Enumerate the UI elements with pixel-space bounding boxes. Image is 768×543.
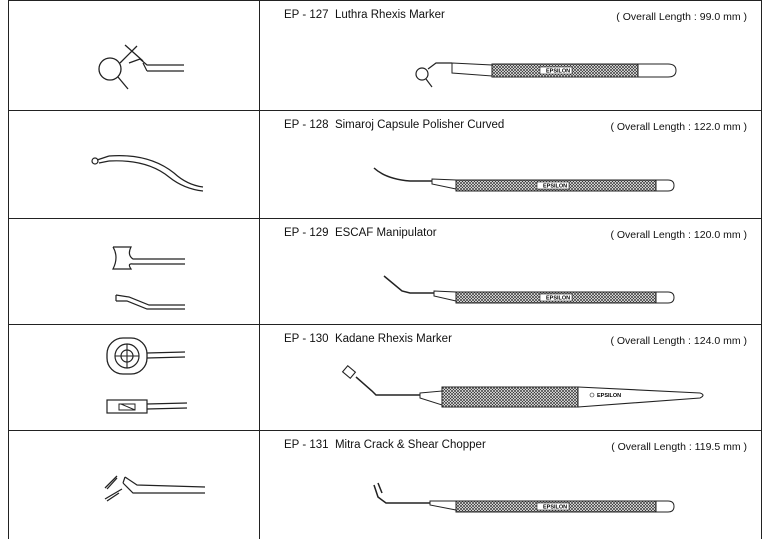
brand-label: EPSILON xyxy=(546,69,570,75)
tip-detail-mitra xyxy=(104,475,206,502)
brand-label: EPSILON xyxy=(597,393,621,399)
tip-detail-simaroj xyxy=(91,155,204,192)
product-row-ep130: EP - 130 Kadane Rhexis Marker ( Overall … xyxy=(9,325,761,431)
product-info-cell: EP - 131 Mitra Crack & Shear Chopper ( O… xyxy=(260,431,761,539)
product-info-cell: EP - 129 ESCAF Manipulator ( Overall Len… xyxy=(260,219,761,324)
product-row-ep131: EP - 131 Mitra Crack & Shear Chopper ( O… xyxy=(9,431,761,539)
overall-length: ( Overall Length : 124.0 mm ) xyxy=(610,335,747,347)
instrument-drawing-ep128: EPSILON xyxy=(373,167,675,192)
product-row-ep127: EP - 127 Luthra Rhexis Marker ( Overall … xyxy=(9,1,761,111)
product-row-ep128: EP - 128 Simaroj Capsule Polisher Curved… xyxy=(9,111,761,219)
overall-length: ( Overall Length : 120.0 mm ) xyxy=(610,229,747,241)
product-title: EP - 131 Mitra Crack & Shear Chopper xyxy=(284,439,486,451)
product-info-cell: EP - 127 Luthra Rhexis Marker ( Overall … xyxy=(260,1,761,110)
detail-illustration-cell xyxy=(9,111,260,218)
instrument-drawing-ep131: EPSILON xyxy=(373,482,675,513)
product-info-cell: EP - 130 Kadane Rhexis Marker ( Overall … xyxy=(260,325,761,430)
product-table: EP - 127 Luthra Rhexis Marker ( Overall … xyxy=(8,0,762,539)
product-info-cell: EP - 128 Simaroj Capsule Polisher Curved… xyxy=(260,111,761,218)
product-title: EP - 130 Kadane Rhexis Marker xyxy=(284,333,452,345)
overall-length: ( Overall Length : 99.0 mm ) xyxy=(616,11,747,23)
tip-detail-escaf xyxy=(112,246,185,310)
detail-illustration-cell xyxy=(9,219,260,324)
detail-illustration-cell xyxy=(9,1,260,110)
product-title: EP - 127 Luthra Rhexis Marker xyxy=(284,9,445,21)
tip-detail-kadane xyxy=(106,337,188,414)
detail-illustration-cell xyxy=(9,431,260,539)
overall-length: ( Overall Length : 122.0 mm ) xyxy=(610,121,747,133)
tip-detail-luthra xyxy=(98,44,184,90)
instrument-drawing-ep129: EPSILON xyxy=(383,275,675,304)
product-row-ep129: EP - 129 ESCAF Manipulator ( Overall Len… xyxy=(9,219,761,325)
brand-label: EPSILON xyxy=(543,505,567,511)
product-title: EP - 128 Simaroj Capsule Polisher Curved xyxy=(284,119,505,131)
instrument-drawing-ep127: EPSILON xyxy=(415,62,677,88)
detail-illustration-cell xyxy=(9,325,260,430)
brand-label: EPSILON xyxy=(543,184,567,190)
instrument-drawing-ep130: EPSILON xyxy=(341,364,704,408)
product-title: EP - 129 ESCAF Manipulator xyxy=(284,227,437,239)
brand-label: EPSILON xyxy=(546,296,570,302)
overall-length: ( Overall Length : 119.5 mm ) xyxy=(611,441,747,453)
